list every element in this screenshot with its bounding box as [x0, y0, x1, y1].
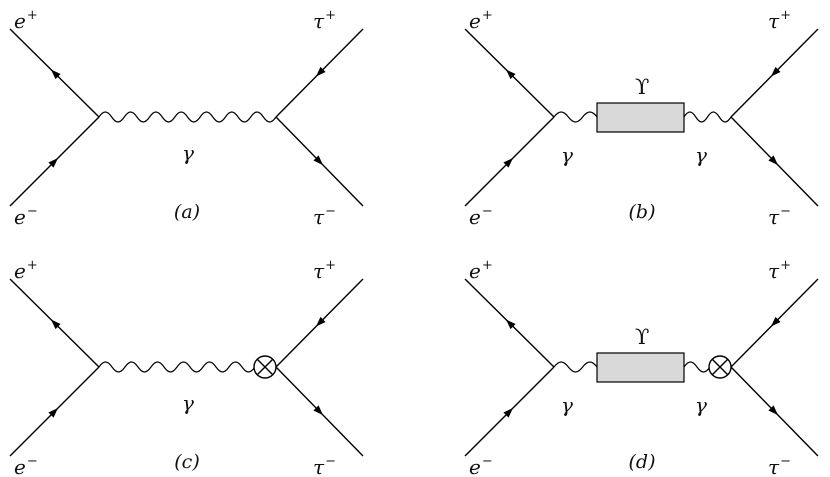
diagram-c: e+ e− τ+ τ− γ (c): [9, 258, 364, 477]
positron-arrow-icon: [50, 319, 61, 330]
upsilon-resonance-box: [596, 352, 685, 383]
diagram-b: e+ e− τ+ τ− γ γ ϒ (b): [464, 8, 819, 229]
e-minus-label: e−: [14, 454, 38, 477]
gamma-label: γ: [182, 391, 194, 415]
electron-arrow-icon: [48, 157, 59, 168]
positron-arrow-icon: [505, 319, 516, 330]
tau-plus-arrow-icon: [770, 66, 781, 77]
photon-left: [553, 361, 598, 373]
tau-minus-arrow-icon: [768, 155, 778, 166]
gamma-left-label: γ: [561, 143, 573, 167]
positron-arrow-icon: [50, 69, 61, 80]
e-plus-label: e+: [469, 8, 493, 33]
tau-minus-label: τ−: [313, 454, 336, 477]
e-plus-label: e+: [469, 258, 493, 283]
photon-right: [683, 361, 711, 373]
tau-plus-arrow-icon: [315, 316, 326, 327]
gamma-right-label: γ: [695, 143, 707, 167]
cross-icon: [257, 359, 273, 375]
gamma-left-label: γ: [561, 393, 573, 417]
caption: (c): [174, 451, 199, 473]
tau-minus-arrow-icon: [768, 405, 778, 416]
positron-arrow-icon: [505, 69, 516, 80]
e-minus-label: e−: [14, 204, 38, 229]
upsilon-label: ϒ: [635, 325, 649, 349]
upsilon-resonance-box: [596, 102, 685, 133]
gamma-label: γ: [182, 141, 194, 165]
tau-minus-label: τ−: [768, 454, 791, 477]
cross-icon: [712, 359, 728, 375]
tau-minus-arrow-icon: [313, 155, 323, 166]
diagram-d: e+ e− τ+ τ− γ γ ϒ (d): [464, 258, 819, 477]
e-minus-label: e−: [469, 454, 493, 477]
tau-minus-arrow-icon: [313, 405, 323, 416]
electron-arrow-icon: [503, 157, 514, 168]
photon-right: [683, 111, 732, 123]
photon: [98, 111, 277, 123]
e-plus-label: e+: [14, 258, 38, 283]
tau-plus-label: τ+: [313, 8, 336, 33]
tau-minus-label: τ−: [313, 204, 336, 229]
diagram-a: e+ e− τ+ τ− γ (a): [9, 8, 364, 229]
electron-arrow-icon: [48, 407, 59, 418]
e-plus-label: e+: [14, 8, 38, 33]
tau-plus-label: τ+: [313, 258, 336, 283]
caption: (a): [174, 201, 200, 223]
photon: [98, 361, 256, 373]
electron-arrow-icon: [503, 407, 514, 418]
caption: (b): [629, 201, 656, 223]
tau-plus-arrow-icon: [315, 66, 326, 77]
e-minus-label: e−: [469, 204, 493, 229]
tau-plus-label: τ+: [768, 258, 791, 283]
tau-plus-label: τ+: [768, 8, 791, 33]
tau-minus-label: τ−: [768, 204, 791, 229]
upsilon-label: ϒ: [635, 75, 649, 99]
gamma-right-label: γ: [695, 393, 707, 417]
tau-plus-arrow-icon: [770, 316, 781, 327]
photon-left: [553, 111, 598, 123]
caption: (d): [629, 451, 656, 473]
